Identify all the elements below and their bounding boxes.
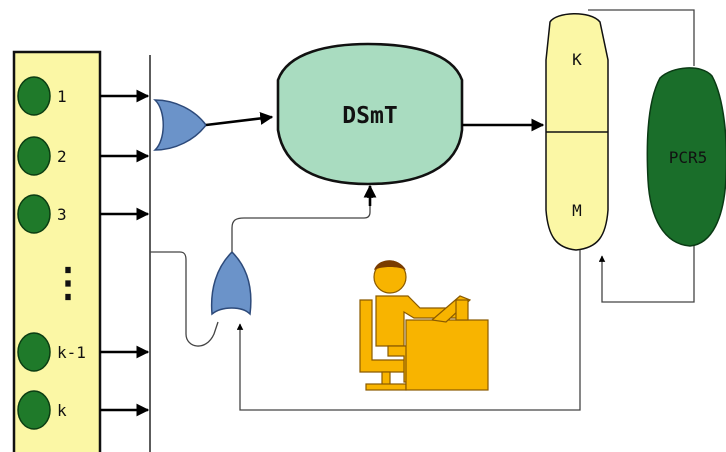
human-operator-icon bbox=[359, 260, 489, 391]
operator-hair bbox=[374, 260, 406, 270]
source-node-icon bbox=[17, 136, 51, 176]
source-node-icon bbox=[17, 390, 51, 430]
gate-to-dsmt-wire bbox=[231, 191, 374, 252]
source-node-3: 3 bbox=[17, 194, 67, 234]
source-label-3: 3 bbox=[57, 205, 67, 224]
source-label-1: 1 bbox=[57, 87, 67, 106]
operator-desk bbox=[405, 319, 489, 391]
source-label-2: 2 bbox=[57, 147, 67, 166]
source-label-k: k bbox=[57, 401, 67, 420]
pcr5-node: PCR5 bbox=[646, 67, 726, 247]
sources-panel: 1 2 3 ⋮ k-1 k bbox=[12, 50, 102, 452]
source-node-icon bbox=[17, 194, 51, 234]
source-label-k-1: k-1 bbox=[57, 343, 86, 362]
source-node-icon bbox=[17, 76, 51, 116]
source-node-k-1: k-1 bbox=[17, 332, 86, 372]
source-arrows bbox=[100, 89, 150, 417]
source-node-icon bbox=[17, 332, 51, 372]
sources-ellipsis: ⋮ bbox=[48, 260, 88, 306]
dsmt-label: DSmT bbox=[342, 103, 397, 129]
dsmt-shape bbox=[276, 42, 464, 186]
gate-to-dsmt-arrow bbox=[205, 111, 274, 127]
or-gate-icon bbox=[153, 99, 207, 151]
memory-m-label: M bbox=[572, 201, 582, 220]
sources-panel-background bbox=[12, 50, 102, 452]
dsmt-node: DSmT bbox=[276, 42, 464, 186]
bus-to-gate-wire bbox=[150, 251, 219, 347]
source-node-2: 2 bbox=[17, 136, 67, 176]
source-node-k: k bbox=[17, 390, 67, 430]
memory-capsule: K M bbox=[545, 13, 609, 251]
feedback-wire bbox=[236, 250, 581, 411]
memory-to-pcr5-wire bbox=[588, 9, 695, 66]
operator-keyboard bbox=[455, 299, 469, 321]
pcr5-shape bbox=[646, 67, 726, 247]
memory-k-label: K bbox=[572, 50, 582, 69]
source-node-1: 1 bbox=[17, 76, 67, 116]
pcr5-label: PCR5 bbox=[669, 148, 708, 167]
pcr5-to-memory-wire bbox=[598, 246, 695, 303]
or-gate-icon bbox=[210, 250, 252, 316]
operator-chair-base bbox=[365, 383, 407, 391]
